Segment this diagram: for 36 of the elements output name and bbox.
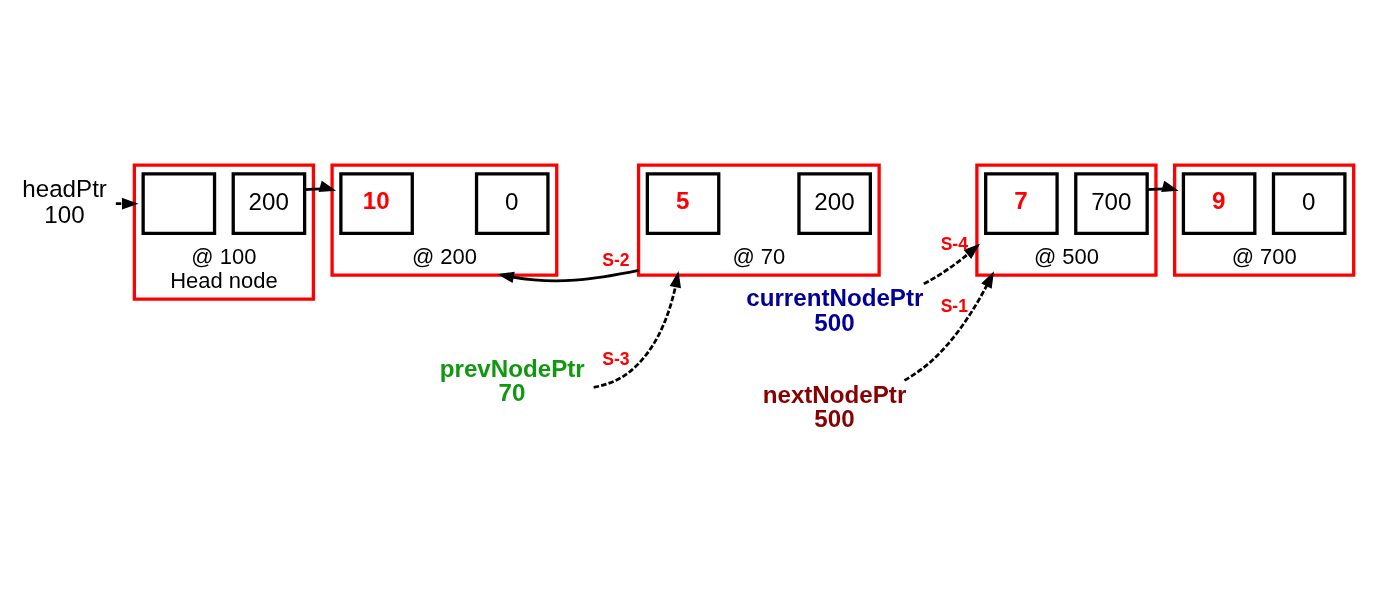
arrow (923, 243, 981, 285)
node-label: @ 200 (411, 244, 477, 270)
node-label: Head node (170, 268, 278, 294)
arrow (593, 270, 682, 389)
node-label: @ 700 (1231, 244, 1297, 270)
cluster (132, 163, 316, 301)
arrow (115, 197, 139, 210)
edge-label: S-2 (602, 250, 630, 271)
cluster (636, 163, 881, 277)
node-box: 700 (1074, 172, 1149, 235)
node-box (141, 172, 217, 235)
node-box: 0 (474, 172, 550, 235)
node-label: @ 100 (191, 244, 257, 270)
node-box: 200 (797, 172, 872, 235)
edge-label: S-3 (602, 348, 630, 369)
arrow (1147, 180, 1179, 192)
node-text: prevNodePtr 70 (439, 354, 585, 406)
edge-label: S-1 (940, 296, 968, 317)
node-box: 0 (1271, 172, 1347, 235)
node-text: nextNodePtr 500 (762, 381, 907, 433)
node-label: @ 70 (732, 244, 786, 270)
cluster (330, 163, 559, 277)
arrow (304, 180, 337, 192)
node-box: 5 (645, 172, 721, 235)
node-label: @ 500 (1033, 244, 1099, 270)
node-box: 9 (1181, 172, 1257, 235)
node-box: 200 (231, 172, 307, 235)
node-box: 10 (339, 172, 414, 235)
cluster (1173, 163, 1356, 277)
node-text: headPtr 100 (22, 174, 107, 228)
arrow (497, 269, 639, 283)
arrow (903, 271, 994, 382)
node-box: 7 (984, 172, 1059, 235)
edge-label: S-4 (940, 233, 968, 254)
cluster (975, 163, 1158, 277)
node-text: currentNodePtr 500 (746, 284, 924, 336)
